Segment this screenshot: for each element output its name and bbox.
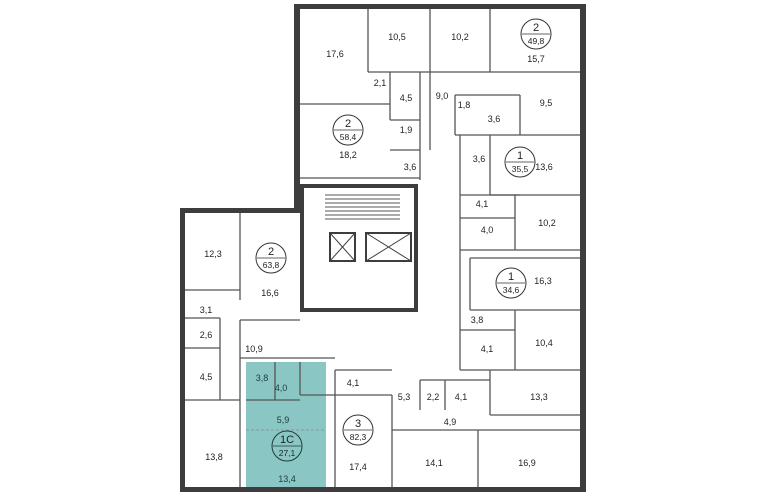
apartment-2-left-badge[interactable]: 2 63,8: [255, 242, 287, 274]
apartment-number: 3: [355, 418, 361, 430]
room-area-label: 3,1: [200, 305, 213, 315]
apartment-2-top-right-badge[interactable]: 2 49,8: [520, 18, 552, 50]
room-area-label: 17,4: [349, 462, 367, 472]
room-area-label: 13,3: [530, 392, 548, 402]
room-area-label: 10,4: [535, 338, 553, 348]
room-area-label: 3,8: [471, 315, 484, 325]
room-area-label: 2,2: [427, 392, 440, 402]
room-area-label: 18,2: [339, 150, 357, 160]
apartment-1c-badge[interactable]: 1С 27,1: [271, 430, 303, 462]
room-area-label: 4,1: [455, 392, 468, 402]
room-area-label: 13,6: [535, 162, 553, 172]
room-area-label: 9,0: [436, 91, 449, 101]
apartment-badges: 1 35,5 1 34,6 2 49,8 2 58,4 2 63,8: [255, 18, 552, 462]
room-area-label: 4,5: [200, 372, 213, 382]
apartment-number: 2: [533, 22, 539, 34]
apartment-1-mid-badge[interactable]: 1 34,6: [495, 267, 527, 299]
room-area-label: 14,1: [425, 458, 443, 468]
apartment-area: 35,5: [512, 164, 529, 174]
room-area-label: 3,6: [488, 114, 501, 124]
apartment-number: 1С: [280, 434, 294, 446]
room-area-label: 4,1: [476, 199, 489, 209]
apartment-area: 27,1: [279, 448, 296, 458]
room-area-label: 4,5: [400, 93, 413, 103]
room-area-label: 5,3: [398, 392, 411, 402]
windows: [180, 4, 585, 491]
room-area-label: 17,6: [326, 49, 344, 59]
apartment-2-center-badge[interactable]: 2 58,4: [332, 114, 364, 146]
room-area-label: 1,8: [458, 100, 471, 110]
room-area-label: 13,8: [205, 452, 223, 462]
apartment-area: 63,8: [263, 260, 280, 270]
room-area-label: 16,6: [261, 288, 279, 298]
interior-walls: [185, 9, 580, 487]
room-area-label: 3,8: [256, 373, 269, 383]
room-area-label: 2,1: [374, 78, 387, 88]
apartment-1c-highlight[interactable]: [246, 362, 326, 488]
room-labels: 17,6 10,5 10,2 15,7 2,1 4,5 9,0 1,8 3,6 9,5 1,9 18,…: [200, 32, 556, 484]
room-area-label: 10,5: [388, 32, 406, 42]
room-area-label: 4,1: [347, 378, 360, 388]
room-area-label: 4,1: [481, 344, 494, 354]
room-area-label: 12,3: [204, 249, 222, 259]
apartment-number: 1: [517, 150, 523, 162]
apartment-number: 2: [268, 246, 274, 258]
room-area-label: 16,9: [518, 458, 536, 468]
room-area-label: 4,0: [275, 383, 288, 393]
apartment-number: 2: [345, 118, 351, 130]
room-area-label: 1,9: [400, 125, 413, 135]
staircase: [325, 194, 400, 220]
room-area-label: 5,9: [277, 415, 290, 425]
apartment-area: 34,6: [503, 285, 520, 295]
room-area-label: 3,6: [473, 154, 486, 164]
room-area-label: 10,9: [245, 344, 263, 354]
room-area-label: 4,9: [444, 417, 457, 427]
room-area-label: 4,0: [481, 225, 494, 235]
room-area-label: 16,3: [534, 276, 552, 286]
room-area-label: 10,2: [538, 218, 556, 228]
apartment-area: 49,8: [528, 36, 545, 46]
room-area-label: 13,4: [278, 474, 296, 484]
apartment-3-badge[interactable]: 3 82,3: [342, 414, 374, 446]
room-area-label: 10,2: [451, 32, 469, 42]
apartment-1-top-badge[interactable]: 1 35,5: [504, 146, 536, 178]
apartment-area: 82,3: [350, 432, 367, 442]
apartment-area: 58,4: [340, 132, 357, 142]
room-area-label: 3,6: [404, 162, 417, 172]
room-area-label: 15,7: [527, 54, 545, 64]
apartment-number: 1: [508, 271, 514, 283]
room-area-label: 9,5: [540, 98, 553, 108]
room-area-label: 2,6: [200, 330, 213, 340]
